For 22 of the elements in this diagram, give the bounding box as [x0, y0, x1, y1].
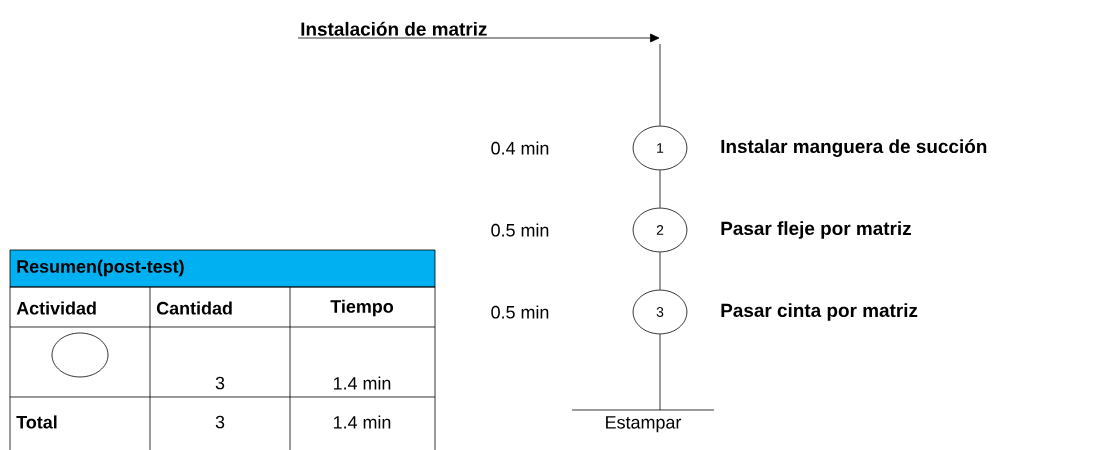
table-cell: 3 — [215, 376, 225, 390]
column-header: Actividad — [16, 301, 96, 315]
connector-line — [659, 251, 661, 291]
connector-line — [659, 333, 661, 411]
connector-line — [659, 43, 661, 127]
table-cell: 3 — [215, 415, 225, 429]
table-title: Resumen(post-test) — [17, 259, 184, 277]
operation-label: Instalar manguera de succión — [721, 139, 987, 157]
duration-label: 0.5 min — [491, 305, 549, 319]
arrow — [297, 33, 660, 43]
column-header: Tiempo — [330, 299, 394, 317]
column-header: Cantidad — [156, 301, 232, 315]
table-cell: 1.4 min — [333, 376, 391, 390]
table-cell: 1.4 min — [333, 415, 391, 429]
process-title: Instalación de matriz — [301, 21, 487, 36]
duration-label: 0.4 min — [491, 141, 549, 155]
connector-line — [659, 169, 661, 209]
end-label: Estampar — [571, 409, 715, 433]
row-header: Total — [16, 415, 57, 429]
operation-label: Pasar fleje por matriz — [721, 221, 911, 239]
operation-label: Pasar cinta por matriz — [721, 303, 918, 321]
duration-label: 0.5 min — [491, 223, 549, 237]
